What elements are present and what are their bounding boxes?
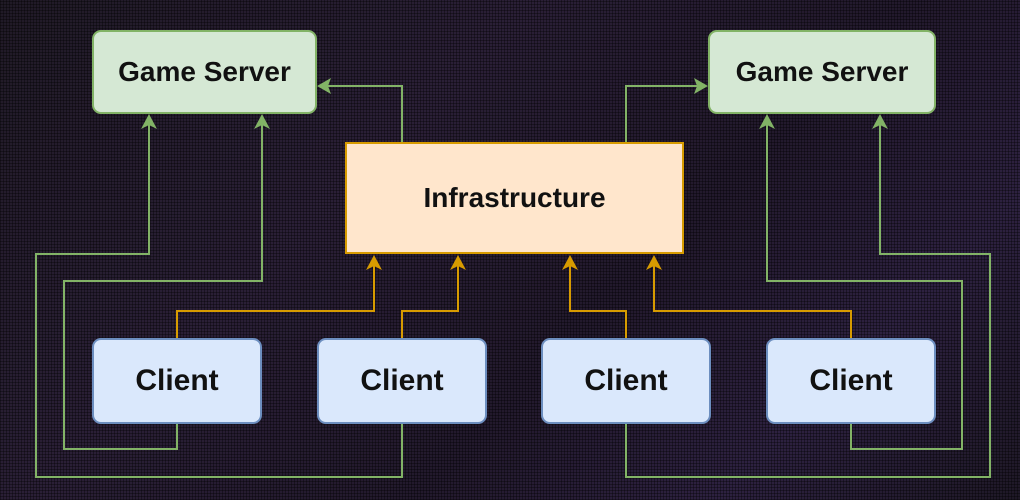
arrowhead-infra-b <box>450 255 466 270</box>
infra-to-right-server-edge <box>625 85 700 142</box>
client4-to-right-server-edge <box>766 122 963 450</box>
arrowhead-right-server-side <box>694 78 708 94</box>
client2-to-infra-edge <box>401 266 459 338</box>
client3-to-right-server-edge <box>625 122 991 478</box>
client-node-3: Client <box>541 338 711 424</box>
client1-to-left-server-edge <box>63 122 263 450</box>
arrowhead-right-server-bottom-b <box>872 114 888 129</box>
client-node-1: Client <box>92 338 262 424</box>
arrowhead-infra-c <box>562 255 578 270</box>
game-server-right: Game Server <box>708 30 936 114</box>
arrowhead-left-server-side <box>317 78 331 94</box>
arrowhead-left-server-bottom-a <box>141 114 157 129</box>
client-node-4: Client <box>766 338 936 424</box>
client2-to-left-server-edge <box>35 122 403 478</box>
infra-to-left-server-edge <box>325 85 403 142</box>
client1-to-infra-edge <box>176 266 375 338</box>
infrastructure-node: Infrastructure <box>345 142 684 254</box>
client-node-2: Client <box>317 338 487 424</box>
client4-to-infra-edge <box>653 266 852 338</box>
arrowhead-right-server-bottom-a <box>759 114 775 129</box>
game-server-left: Game Server <box>92 30 317 114</box>
arrowhead-left-server-bottom-b <box>254 114 270 129</box>
client3-to-infra-edge <box>569 266 627 338</box>
arrowhead-infra-a <box>366 255 382 270</box>
arrowhead-infra-d <box>646 255 662 270</box>
